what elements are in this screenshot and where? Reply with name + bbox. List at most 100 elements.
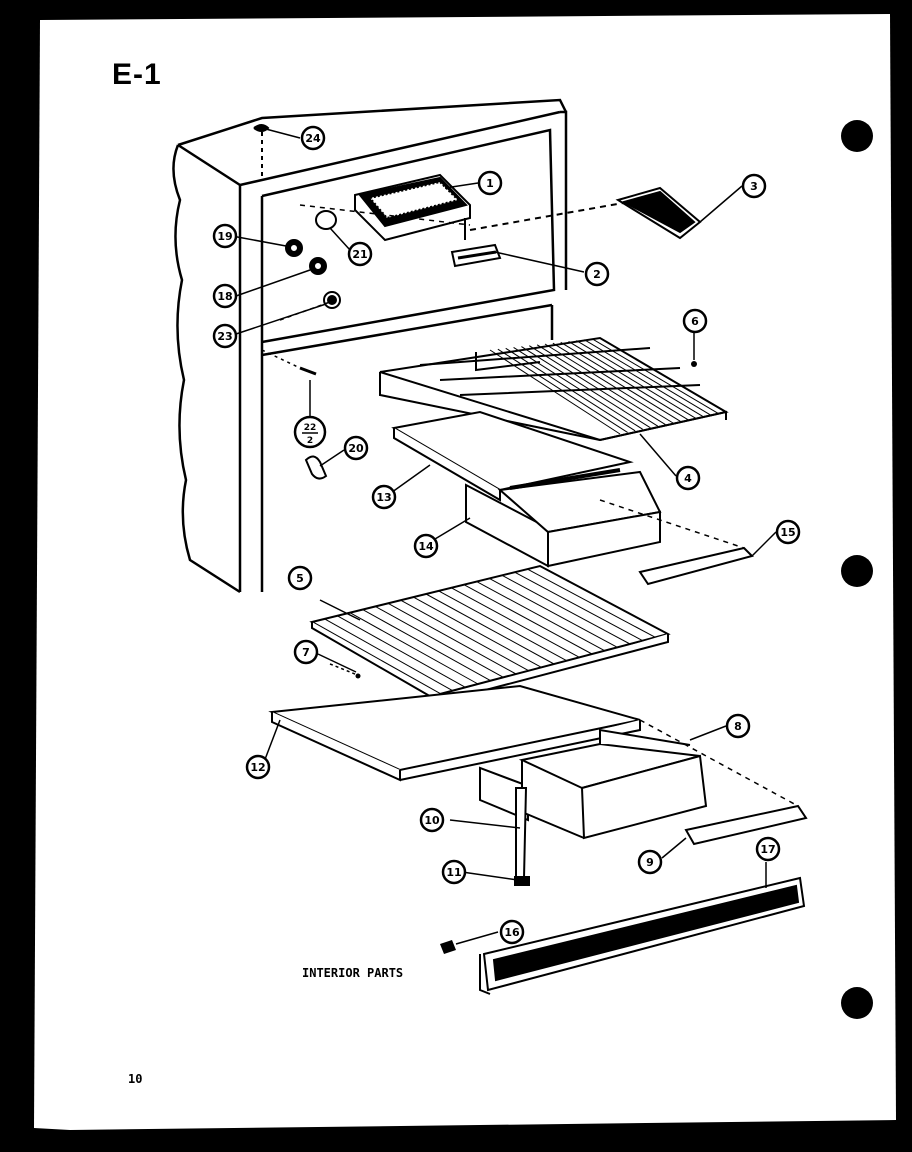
callout-circle xyxy=(245,754,271,780)
callout-circle xyxy=(682,308,708,334)
part-18-knob xyxy=(309,257,327,275)
shelf-wire xyxy=(337,615,466,688)
callout-circle xyxy=(584,261,610,287)
refrigerator-cabinet xyxy=(172,98,568,594)
callout-number: 14 xyxy=(418,540,434,553)
callout-7: 7 xyxy=(293,639,319,665)
callout-number: 8 xyxy=(734,720,742,733)
callout-number: 15 xyxy=(780,526,795,539)
callout-number: 10 xyxy=(424,814,440,827)
callout-17: 17 xyxy=(755,836,781,862)
callout-number: 17 xyxy=(760,843,775,856)
part-7-pin xyxy=(355,673,361,679)
callout-circle xyxy=(741,173,767,199)
part-17-grille xyxy=(479,876,806,995)
callout-circle xyxy=(293,415,327,449)
shelf-wire xyxy=(521,346,651,429)
callout-3: 3 xyxy=(741,173,767,199)
shelf-wire xyxy=(527,568,656,638)
shelf-wire xyxy=(568,341,696,419)
part-16-clip xyxy=(440,940,456,954)
part-6-pin xyxy=(691,361,697,367)
shelf-wire xyxy=(514,571,643,642)
figure-title: E-1 xyxy=(112,58,162,91)
callout-subnumber: 2 xyxy=(307,436,313,446)
shelf-wire xyxy=(513,347,643,430)
callout-24: 24 xyxy=(300,125,326,151)
punch-hole xyxy=(841,987,873,1019)
callout-number: 12 xyxy=(250,761,265,774)
shelf-4-wires xyxy=(489,338,719,435)
callout-number: 16 xyxy=(504,926,520,939)
part-8-crisper-drawer xyxy=(479,728,708,840)
callout-number: 13 xyxy=(376,491,391,504)
callout-number: 1 xyxy=(486,177,494,190)
shelf-wire xyxy=(463,584,593,655)
shelf-wire xyxy=(400,599,529,672)
shelf-wire xyxy=(536,344,666,425)
callout-number: 24 xyxy=(305,132,321,145)
callout-21: 21 xyxy=(347,241,373,267)
shelf-wire xyxy=(489,578,618,648)
callout-circle xyxy=(477,170,503,196)
callout-5: 5 xyxy=(287,565,313,591)
callout-number: 9 xyxy=(646,856,654,869)
part-13-crisper-cover xyxy=(391,410,634,502)
callout-22: 222 xyxy=(293,415,327,449)
shelf-5-wires xyxy=(324,568,656,692)
shelf-wire xyxy=(451,587,580,658)
callout-23: 23 xyxy=(212,323,238,349)
callout-circle xyxy=(371,484,397,510)
shelf-wire xyxy=(324,618,453,692)
part-22-screw xyxy=(299,366,317,376)
part-10-strut xyxy=(515,787,528,879)
callout-circle xyxy=(300,125,326,151)
callout-8: 8 xyxy=(725,713,751,739)
callout-10: 10 xyxy=(419,807,445,833)
callout-15: 15 xyxy=(775,519,801,545)
callout-circle xyxy=(441,859,467,885)
callout-circle xyxy=(675,465,701,491)
callout-circle xyxy=(212,283,238,309)
punch-hole xyxy=(841,555,873,587)
callout-number: 3 xyxy=(750,180,758,193)
callout-number: 21 xyxy=(352,248,367,261)
shelf-wire xyxy=(476,581,605,652)
shelf-wire xyxy=(576,340,704,418)
callout-circle xyxy=(293,639,319,665)
callout-number: 19 xyxy=(217,230,232,243)
part-12-glass-shelf xyxy=(268,684,641,782)
part-3-louver xyxy=(615,186,702,240)
callout-circle xyxy=(212,223,238,249)
callout-circle xyxy=(637,849,663,875)
callout-number: 23 xyxy=(217,330,232,343)
callout-16: 16 xyxy=(499,919,525,945)
callout-number: 6 xyxy=(691,315,699,328)
callout-circle xyxy=(413,533,439,559)
callout-4: 4 xyxy=(675,465,701,491)
shelf-wire xyxy=(425,593,555,665)
leader-lines xyxy=(231,127,777,945)
callout-18: 18 xyxy=(212,283,238,309)
callout-1: 1 xyxy=(477,170,503,196)
part-20-clip xyxy=(304,455,328,480)
figure-caption: INTERIOR PARTS xyxy=(302,966,404,980)
callout-2: 2 xyxy=(584,261,610,287)
part-24-bulb xyxy=(253,124,270,180)
part-1-control-housing xyxy=(354,173,471,242)
shelf-wire xyxy=(552,342,681,422)
shelf-wire xyxy=(362,609,491,682)
part-14-crisper-drawer xyxy=(465,468,662,568)
callout-circle xyxy=(347,241,373,267)
callout-9: 9 xyxy=(637,849,663,875)
part-21-knob xyxy=(315,210,337,230)
callout-circle xyxy=(775,519,801,545)
callout-20: 20 xyxy=(343,435,369,461)
callout-circle xyxy=(725,713,751,739)
callout-circle xyxy=(499,919,525,945)
shelf-wire xyxy=(497,348,628,433)
callout-number: 4 xyxy=(684,472,692,485)
callout-12: 12 xyxy=(245,754,271,780)
